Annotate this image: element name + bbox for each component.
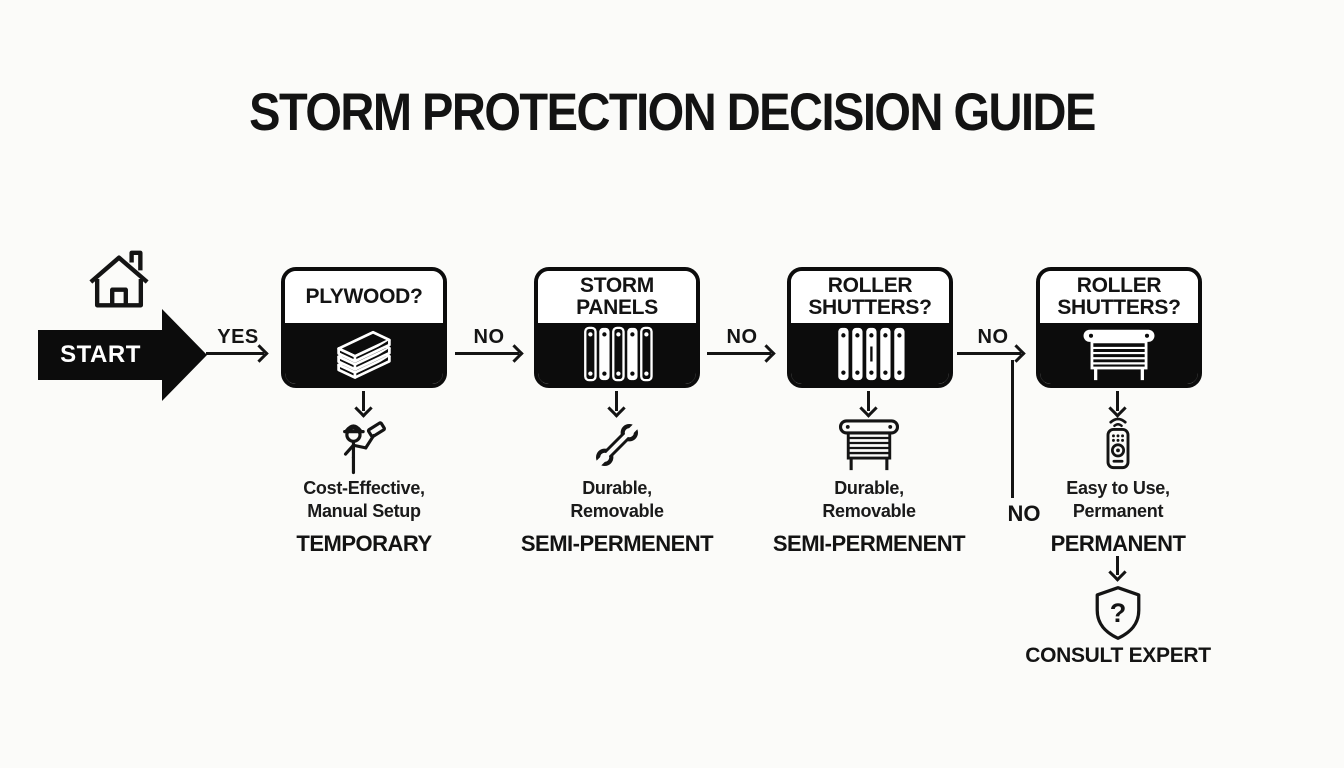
decision-box-plywood: PLYWOOD? [281,267,447,388]
down-arrow-head-5 [1108,563,1127,582]
decision-box-title: PLYWOOD? [285,271,443,323]
house-icon [89,250,149,308]
decision-box-icon-area [285,323,443,384]
decision-box-storm-panels: STORM PANELS [534,267,700,388]
page-title: STORM PROTECTION DECISION GUIDE [249,81,1096,142]
traits-plywood: Cost-Effective, Manual Setup [254,477,474,523]
down-arrow-head-1 [354,399,373,418]
category-roller-shutters-2: PERMANENT [1050,531,1186,556]
roller-door-icon [838,419,900,471]
trait-line: Cost-Effective, [303,478,425,498]
decision-box-title: STORM PANELS [538,271,696,323]
decision-box-icon-area [791,323,949,384]
shutter-slats-icon [838,327,905,380]
trait-line: Durable, [834,478,904,498]
edge-label-no-1: NO [473,326,505,348]
worker-hammer-icon [343,421,386,475]
plywood-stack-icon [337,330,391,379]
no-arrow-line-2 [707,352,771,355]
no-branch-line [1011,360,1014,498]
decision-box-icon-area [1040,323,1198,384]
decision-box-icon-area [538,323,696,384]
trait-line: Durable, [582,478,652,498]
traits-roller-shutters-2: Easy to Use, Permanent [1008,477,1228,523]
down-arrow-head-2 [607,399,626,418]
down-arrow-line-5 [1116,556,1119,575]
edge-label-yes: YES [217,326,259,348]
trait-line: Easy to Use, [1066,478,1170,498]
trait-line: Permanent [1072,501,1164,521]
start-arrow: START [38,330,163,380]
decision-box-title: ROLLER SHUTTERS? [791,271,949,323]
traits-storm-panels: Durable, Removable [507,477,727,523]
category-plywood: TEMPORARY [296,531,432,556]
decision-box-roller-shutters-1: ROLLER SHUTTERS? [787,267,953,388]
start-label: START [60,341,141,368]
down-arrow-head-3 [859,399,878,418]
yes-arrow-line [206,352,264,355]
question-mark-glyph: ? [1110,597,1127,628]
roller-door-white-icon [1083,329,1155,380]
start-arrow-head [162,309,207,401]
down-arrow-line-2 [615,391,618,411]
down-arrow-line-1 [362,391,365,411]
remote-control-icon [1106,417,1130,470]
decision-box-title: ROLLER SHUTTERS? [1040,271,1198,323]
storm-panels-icon [584,326,653,381]
no-branch-label: NO [1007,501,1041,526]
decision-box-roller-shutters-2: ROLLER SHUTTERS? [1036,267,1202,388]
shield-question-icon: ? [1095,586,1141,640]
traits-roller-shutters-1: Durable, Removable [759,477,979,523]
no-arrow-line-3 [957,352,1021,355]
trait-line: Removable [570,501,664,521]
consult-expert-label: CONSULT EXPERT [1025,644,1211,667]
category-roller-shutters-1: SEMI-PERMENENT [772,531,966,556]
trait-line: Removable [822,501,916,521]
wrench-icon [593,421,641,469]
no-arrow-line-1 [455,352,519,355]
category-storm-panels: SEMI-PERMENENT [520,531,714,556]
trait-line: Manual Setup [307,501,421,521]
down-arrow-line-3 [867,391,870,411]
edge-label-no-3: NO [977,326,1009,348]
down-arrow-line-4 [1116,391,1119,411]
edge-label-no-2: NO [726,326,758,348]
